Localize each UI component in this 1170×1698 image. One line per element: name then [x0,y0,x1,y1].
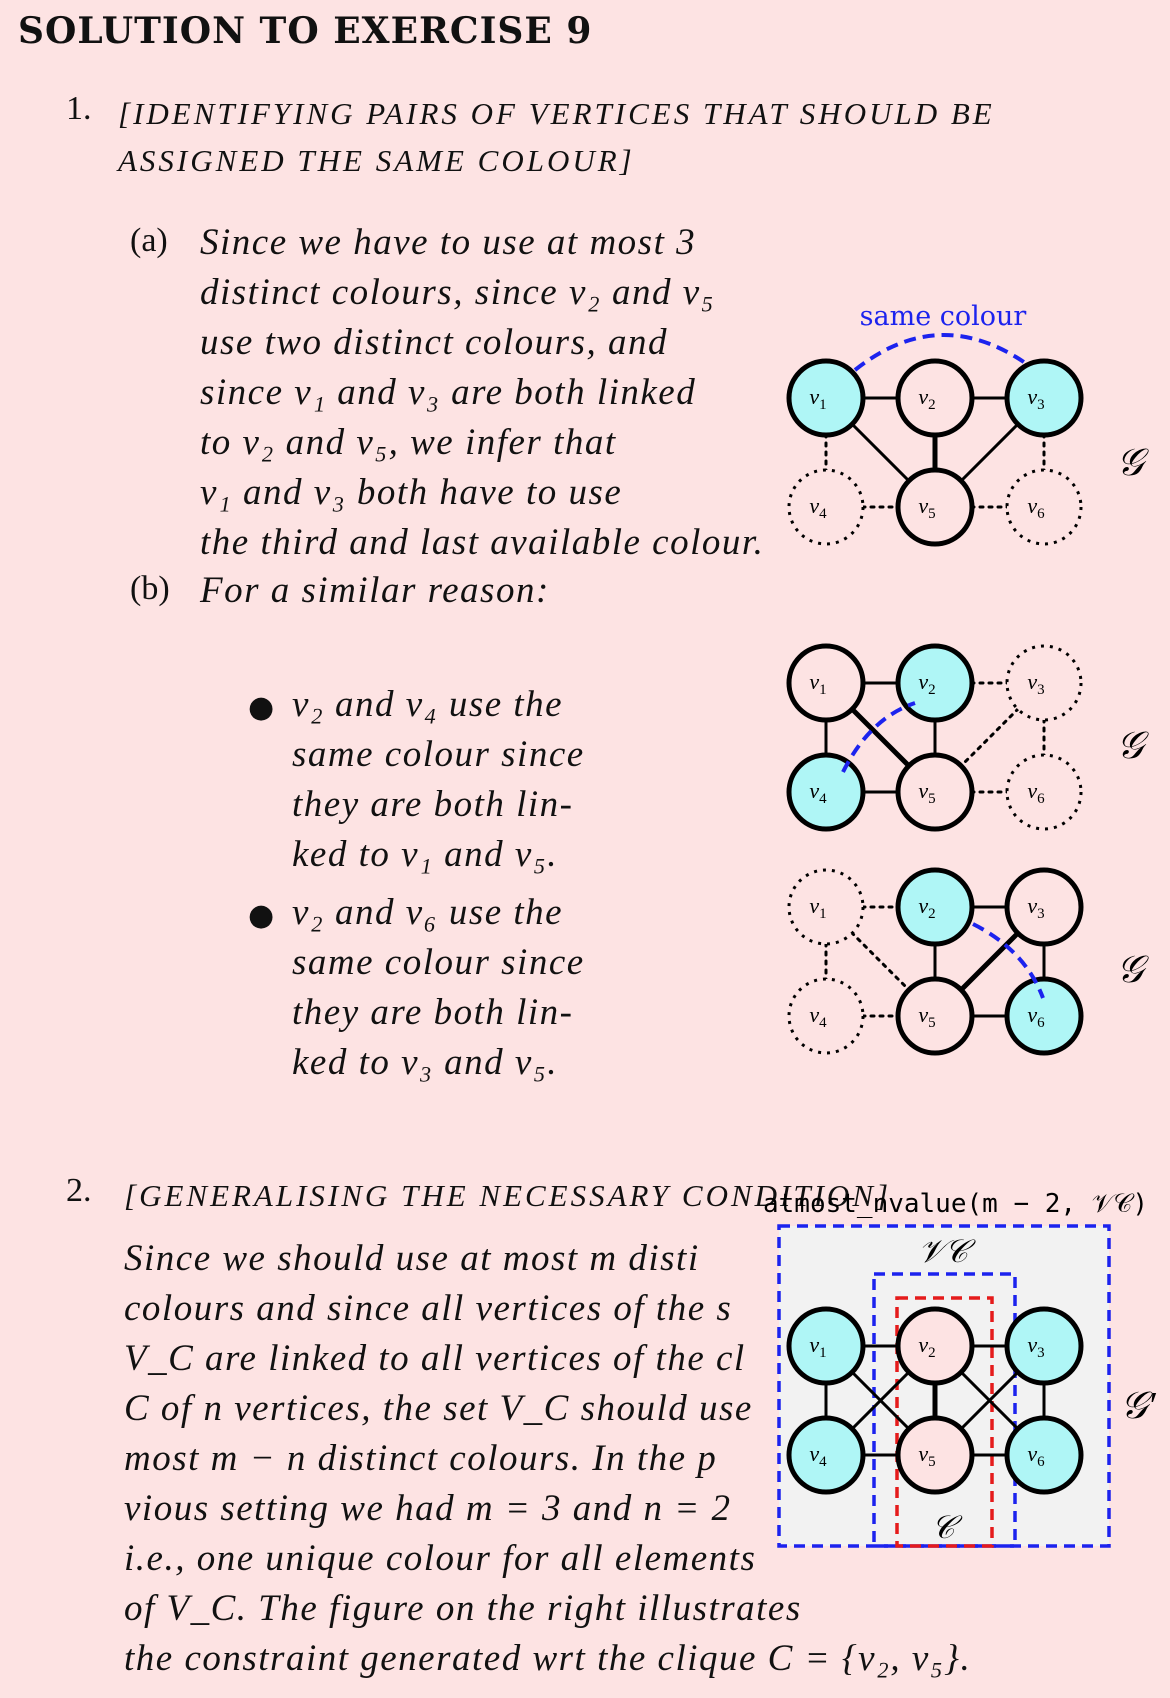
graph-vertex [895,467,975,547]
graph-vertex [787,977,865,1055]
text-line: use two distinct colours, and [200,322,668,363]
item-2-title: [GENERALISING THE NECESSARY CONDITION] [124,1178,892,1213]
text-line: v₂ and v₆ use the [292,892,564,933]
same-colour-arc [853,333,1037,372]
graph-vertex [895,1306,975,1386]
graph-vertex [786,752,866,832]
vc-label: 𝒱𝒞 [918,1233,977,1269]
text-line: since v₁ and v₃ are both linked [200,372,697,413]
graph-vertex [786,358,866,438]
graph-vertex [1004,1306,1084,1386]
graph-prime-label: 𝒢′ [1120,1385,1156,1427]
graph-vertex [1005,644,1083,722]
graph-vertex [787,868,865,946]
item-1b-label: (b) [130,570,170,607]
same-colour-label: same colour [860,301,1027,332]
graph-vertex [1004,1415,1084,1495]
graph-label: 𝒢 [1116,442,1149,484]
item-1b-intro: For a similar reason: [200,570,550,611]
item-1-title-line-1: [IDENTIFYING PAIRS OF VERTICES THAT SHOU… [118,96,995,131]
graph-vertex [895,643,975,723]
text-line: ked to v₃ and v₅. [292,1042,558,1083]
text-line: vious setting we had m = 3 and n = 2 [124,1488,732,1529]
text-line: same colour since [292,734,585,775]
text-line: the constraint generated wrt the clique … [124,1638,972,1679]
text-line: most m − n distinct colours. In the p [124,1438,718,1479]
text-line: same colour since [292,942,585,983]
item-1b-bullet-1: v₂ and v₄ use the same colour since they… [292,680,585,880]
graph-vertex [1005,753,1083,831]
graph-vertex [1004,867,1084,947]
text-line: Since we have to use at most 3 [200,222,697,263]
graph-label: 𝒢 [1116,949,1149,991]
item-1b-bullet-2: v₂ and v₆ use the same colour since they… [292,888,585,1088]
text-line: they are both lin- [292,784,574,825]
atmost-label: atmost_nvalue(m − 2, 𝒱𝒞) [763,1189,1148,1219]
graph-label: 𝒢 [1116,725,1149,767]
graph-vertex [786,1306,866,1386]
vc-dashed-box [872,1272,1017,1548]
text-line: Since we should use at most m disti [124,1238,700,1279]
text-line: v₂ and v₄ use the [292,684,564,725]
text-line: colours and since all vertices of the s [124,1288,733,1329]
graph-vertex [895,976,975,1056]
constraint-box-fill [779,1226,1109,1546]
graph-vertex [786,643,866,723]
graph-vertex [786,1415,866,1495]
graph-vertex [787,468,865,546]
text-line: V_C are linked to all vertices of the cl [124,1338,746,1379]
text-line: of V_C. The figure on the right illustra… [124,1588,802,1629]
graph-vertex [1004,358,1084,438]
item-1a-label: (a) [130,222,168,259]
item-2-text: Since we should use at most m disti colo… [124,1234,971,1684]
item-1a-text: Since we have to use at most 3 distinct … [200,218,764,568]
graph-vertex [895,358,975,438]
page-title: SOLUTION TO EXERCISE 9 [18,10,593,52]
item-2-number: 2. [66,1172,92,1209]
clique-dashed-box [895,1296,994,1548]
text-line: v₁ and v₃ both have to use [200,472,623,513]
graph-vertex [1004,976,1084,1056]
graph-vertex [895,752,975,832]
graph-vertex [895,1415,975,1495]
graph-vertex [1005,468,1083,546]
text-line: they are both lin- [292,992,574,1033]
outer-dashed-box [777,1224,1111,1548]
item-1-title-line-2: ASSIGNED THE SAME COLOUR] [118,143,635,178]
text-line: the third and last available colour. [200,522,765,563]
text-line: ked to v₁ and v₅. [292,834,558,875]
graph-vertex [895,867,975,947]
text-line: i.e., one unique colour for all elements [124,1538,757,1579]
text-line: to v₂ and v₅, we infer that [200,422,617,463]
text-line: distinct colours, since v₂ and v₅ [200,272,716,313]
bullet-marker: ● [248,690,275,725]
item-1-number: 1. [66,90,92,127]
bullet-marker: ● [248,898,275,933]
text-line: C of n vertices, the set V_C should use [124,1388,753,1429]
